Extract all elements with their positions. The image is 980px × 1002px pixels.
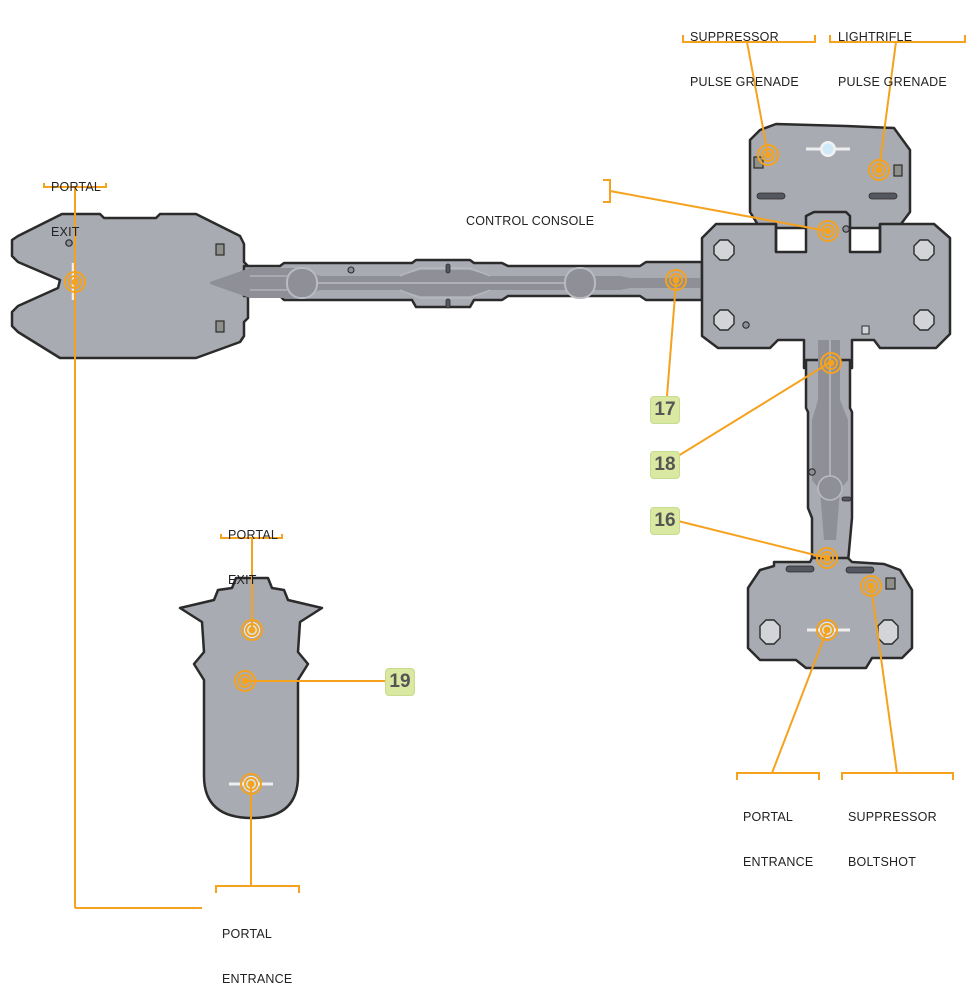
lower-room [746, 556, 914, 670]
callout-lightrifle-pulse-grenade: LIGHTRIFLE PULSE GRENADE [838, 0, 947, 105]
target-portal-exit-left[interactable] [64, 271, 86, 293]
marker-19[interactable]: 19 [385, 668, 415, 696]
bracket [736, 772, 820, 780]
long-corridor [210, 258, 704, 309]
callout-line: PORTAL [222, 927, 273, 941]
callout-line: PULSE GRENADE [690, 75, 799, 89]
callout-line: ENTRANCE [743, 855, 814, 869]
target-control-console[interactable] [817, 220, 839, 242]
corridor-slot [841, 496, 852, 502]
floor-vent [785, 565, 875, 574]
callout-line: LIGHTRIFLE [838, 30, 913, 44]
callout-portal-entrance-bottom: PORTAL ENTRANCE [222, 897, 292, 1002]
target-16[interactable] [816, 547, 838, 569]
callout-portal-exit-small: PORTAL EXIT [228, 498, 278, 603]
marker-16[interactable]: 16 [650, 507, 680, 535]
target-suppressor-boltshot[interactable] [860, 575, 882, 597]
target-17[interactable] [665, 269, 687, 291]
portal-pad [820, 141, 836, 157]
wall-block [893, 164, 903, 177]
target-lightrifle-pulse-grenade[interactable] [868, 159, 890, 181]
pillar [713, 239, 935, 331]
callout-line: PULSE GRENADE [838, 75, 947, 89]
callout-suppressor-pulse-grenade: SUPPRESSOR PULSE GRENADE [690, 0, 799, 105]
corridor-slot [445, 298, 451, 309]
pillar [759, 619, 899, 645]
callout-line: CONTROL CONSOLE [466, 214, 595, 228]
corridor-pod [286, 267, 318, 299]
callout-line: PORTAL [743, 810, 794, 824]
wall-node [842, 225, 850, 233]
lower-room-floor [746, 556, 914, 670]
callout-line: PORTAL [228, 528, 279, 542]
callout-lines [43, 35, 966, 909]
wall-block [215, 243, 225, 256]
corridor-pod [564, 267, 596, 299]
left-room [10, 212, 250, 360]
wall-node [742, 321, 750, 329]
upper-room [748, 122, 912, 230]
target-portal-entrance-bottom[interactable] [240, 773, 262, 795]
central-hub [660, 210, 952, 370]
callout-control-console: CONTROL CONSOLE [466, 184, 594, 244]
bracket [215, 885, 300, 893]
bracket [603, 179, 611, 203]
bracket [829, 35, 966, 43]
callout-portal-exit-left: PORTAL EXIT [51, 150, 101, 255]
target-suppressor-pulse-grenade[interactable] [757, 144, 779, 166]
target-19[interactable] [234, 670, 256, 692]
wall-node [808, 468, 816, 476]
callout-line: EXIT [228, 573, 257, 587]
bracket [841, 772, 954, 780]
callout-suppressor-boltshot: SUPPRESSOR BOLTSHOT [848, 780, 937, 885]
bracket [682, 35, 816, 43]
callout-portal-entrance-right: PORTAL ENTRANCE [743, 780, 813, 885]
marker-17[interactable]: 17 [650, 396, 680, 424]
vent-grill [861, 325, 870, 335]
wall-node [65, 239, 73, 247]
floor-vent [756, 192, 898, 200]
callout-line: ENTRANCE [222, 972, 293, 986]
callout-line: PORTAL [51, 180, 102, 194]
map-canvas [10, 35, 966, 909]
callout-line: BOLTSHOT [848, 855, 917, 869]
marker-18[interactable]: 18 [650, 451, 680, 479]
callout-line: EXIT [51, 225, 80, 239]
wall-node [347, 266, 355, 274]
wall-block [885, 577, 896, 590]
wall-block [215, 320, 225, 333]
callout-line: SUPPRESSOR [848, 810, 937, 824]
target-portal-entrance-right[interactable] [816, 619, 838, 641]
target-18[interactable] [820, 352, 842, 374]
target-portal-exit-small[interactable] [241, 619, 263, 641]
left-room-floor [10, 212, 250, 360]
hub-floor [700, 210, 952, 370]
callout-line: SUPPRESSOR [690, 30, 779, 44]
corridor-slot [445, 263, 451, 274]
